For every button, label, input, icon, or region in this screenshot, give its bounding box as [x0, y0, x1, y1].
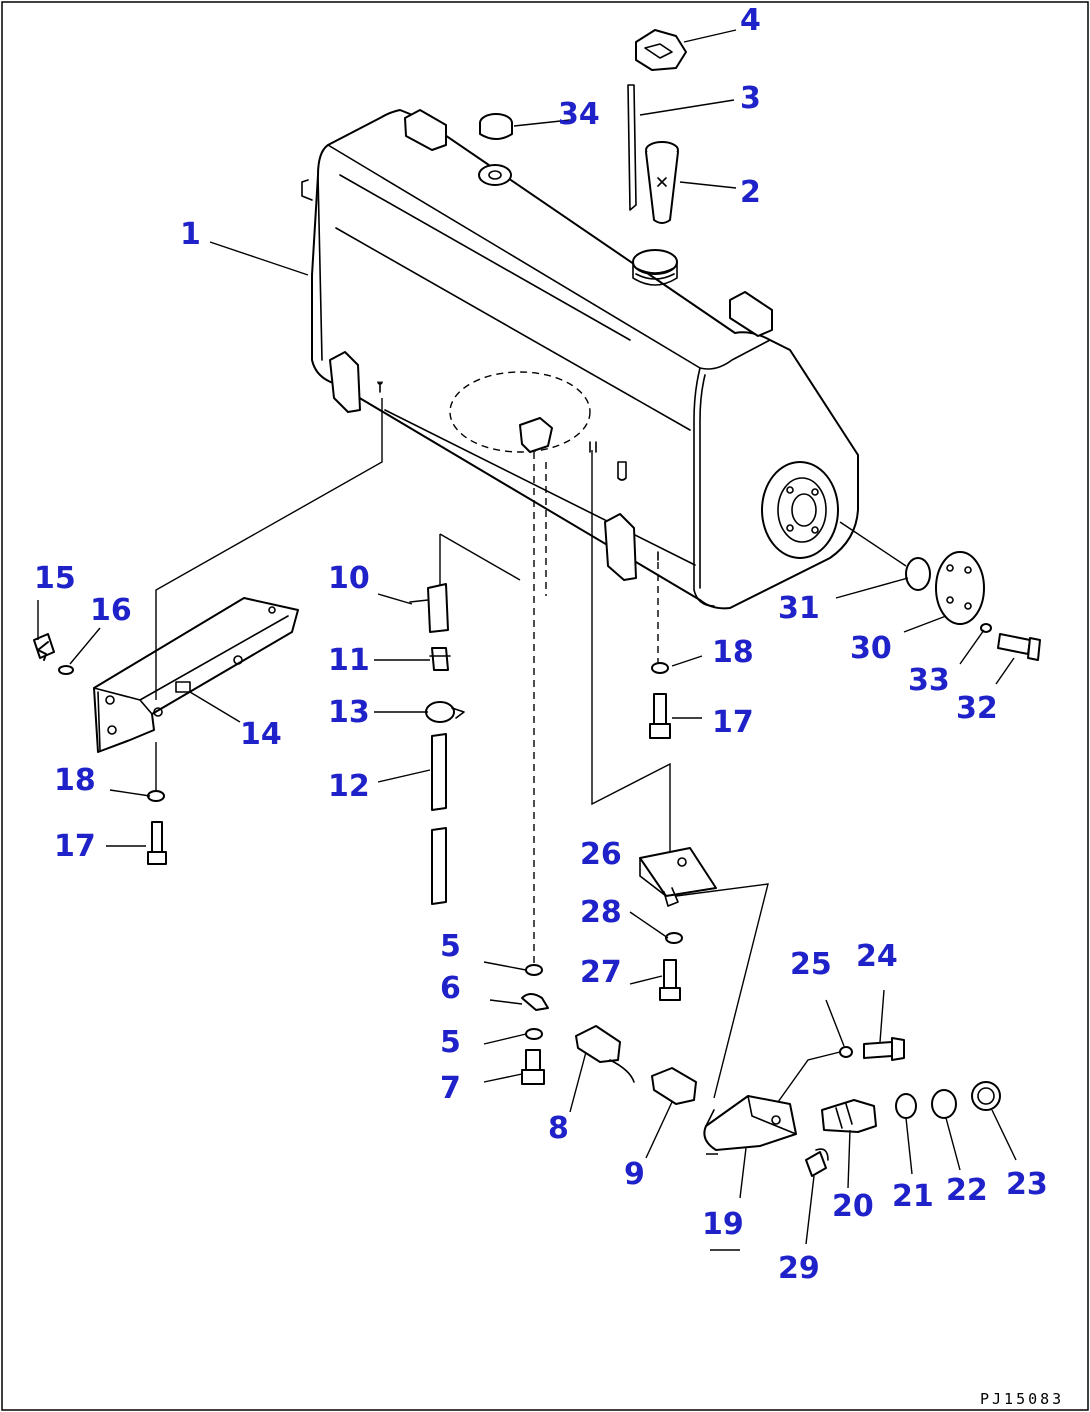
cock-20 [821, 1099, 877, 1133]
plug-23 [971, 1081, 1001, 1111]
bolt-32 [997, 633, 1041, 661]
callout-10: 10 [328, 561, 370, 596]
callout-18-right: 18 [712, 635, 754, 670]
callout-18-left: 18 [54, 763, 96, 798]
washer-18-right [651, 662, 669, 674]
assembly-lines [155, 398, 907, 1251]
washer-18-left [147, 790, 165, 802]
callout-14: 14 [240, 717, 282, 752]
cover-30 [935, 551, 985, 625]
clamp-13 [425, 701, 465, 723]
callout-31: 31 [778, 591, 820, 626]
bolt-29 [805, 1148, 829, 1177]
callout-22: 22 [946, 1173, 988, 1208]
callout-16: 16 [90, 593, 132, 628]
fuel-gauge-stick [627, 84, 637, 211]
bracket-26 [639, 847, 717, 907]
callout-29: 29 [778, 1251, 820, 1286]
callout-4: 4 [740, 3, 761, 38]
callout-26: 26 [580, 837, 622, 872]
o-ring-5-lower [525, 1028, 543, 1040]
connector-11 [429, 647, 451, 671]
o-ring-5-upper [525, 964, 543, 976]
callout-17-right: 17 [712, 705, 754, 740]
callout-24: 24 [856, 939, 898, 974]
callout-3: 3 [740, 81, 761, 116]
strainer [645, 141, 679, 224]
callout-27: 27 [580, 955, 622, 990]
tank-cap [635, 29, 687, 71]
gasket-31 [905, 557, 931, 591]
fuel-tank [301, 109, 859, 610]
valve-body-19 [703, 1095, 797, 1151]
bolt-27 [659, 959, 681, 1001]
callout-34: 34 [558, 97, 600, 132]
bolt-17-right [649, 693, 671, 739]
valve-8 [575, 1025, 635, 1083]
callout-6: 6 [440, 971, 461, 1006]
disc-22 [931, 1089, 957, 1119]
callout-20: 20 [832, 1189, 874, 1224]
hose-12 [431, 733, 447, 905]
callout-23: 23 [1006, 1167, 1048, 1202]
plug [479, 113, 513, 140]
callout-15: 15 [34, 561, 76, 596]
callout-7: 7 [440, 1071, 461, 1106]
callout-2: 2 [740, 175, 761, 210]
plug-7 [521, 1049, 545, 1085]
callout-9: 9 [624, 1157, 645, 1192]
callout-8: 8 [548, 1111, 569, 1146]
callout-5-lower: 5 [440, 1025, 461, 1060]
washer-16 [58, 665, 74, 675]
bolt-15 [33, 633, 55, 661]
callout-5-upper: 5 [440, 929, 461, 964]
washer-33 [980, 623, 992, 633]
callout-labels: 1 2 3 4 5 5 6 7 8 9 10 11 12 13 14 15 16… [34, 3, 1048, 1286]
valve-9 [651, 1067, 697, 1105]
washer-28 [665, 932, 683, 944]
bolt-17-left [147, 821, 167, 865]
tank-bracket [93, 597, 299, 753]
callout-12: 12 [328, 769, 370, 804]
callout-21: 21 [892, 1179, 934, 1214]
o-ring-21 [895, 1093, 917, 1119]
elbow-10 [409, 583, 449, 633]
callout-11: 11 [328, 643, 370, 678]
callout-30: 30 [850, 631, 892, 666]
bolt-24 [863, 1037, 905, 1061]
callout-13: 13 [328, 695, 370, 730]
leader-lines [37, 29, 1017, 1245]
callout-1: 1 [180, 217, 201, 252]
callout-19: 19 [702, 1207, 744, 1242]
washer-25 [839, 1046, 853, 1058]
callout-25: 25 [790, 947, 832, 982]
clamp-6 [521, 993, 549, 1011]
callout-17-left: 17 [54, 829, 96, 864]
drawing-code: PJ15083 [980, 1390, 1064, 1408]
callout-28: 28 [580, 895, 622, 930]
callout-33: 33 [908, 663, 950, 698]
callout-32: 32 [956, 691, 998, 726]
